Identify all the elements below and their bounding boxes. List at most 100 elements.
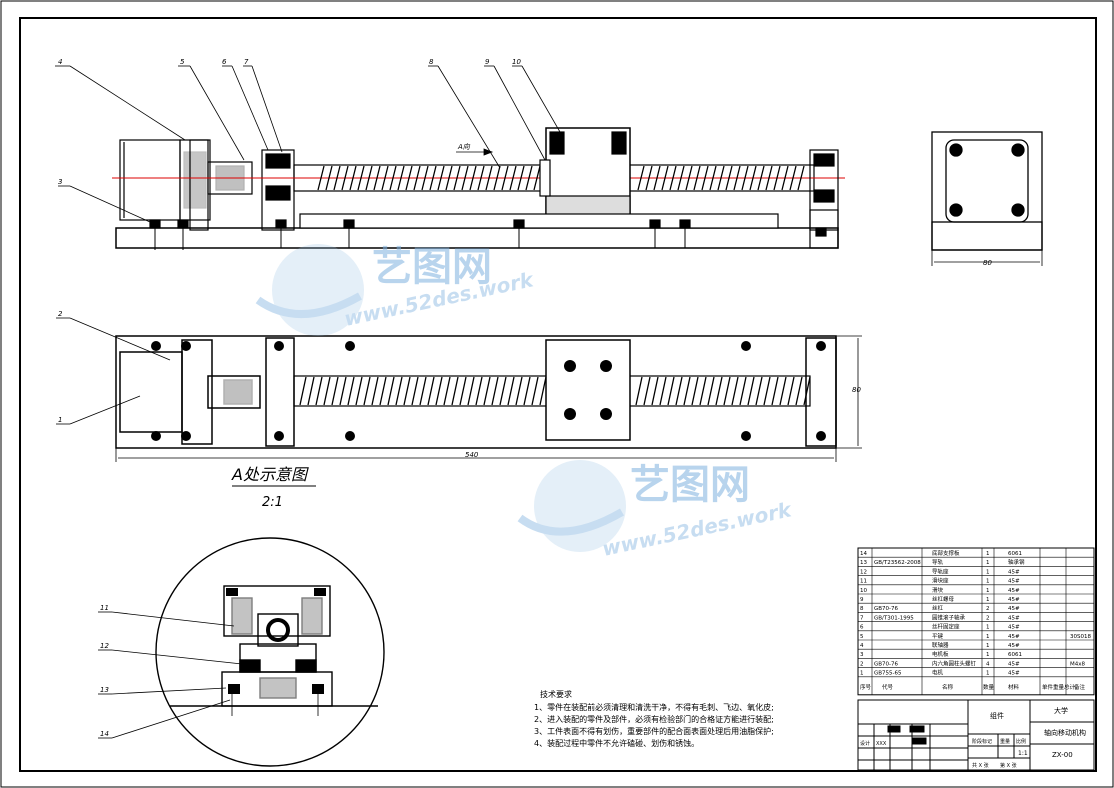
thread-mark xyxy=(299,376,307,406)
bom-no: 8 xyxy=(860,606,864,612)
callout-1: 1 xyxy=(58,416,62,424)
thread-mark xyxy=(645,165,653,191)
callout-4: 4 xyxy=(58,58,62,66)
thread-mark xyxy=(435,376,443,406)
thread-mark xyxy=(427,376,435,406)
thread-mark xyxy=(323,376,331,406)
bom-header-cell: 代号 xyxy=(882,683,894,691)
thread-mark xyxy=(355,376,363,406)
thread-mark xyxy=(771,376,779,406)
thread-mark xyxy=(485,165,493,191)
thread-mark xyxy=(747,376,755,406)
detail-scale: 2:1 xyxy=(262,495,283,510)
end-view xyxy=(931,131,1043,266)
thread-mark xyxy=(461,165,469,191)
thread-mark xyxy=(509,165,517,191)
bom-material: 45# xyxy=(1008,597,1020,603)
screw-thread-plan xyxy=(299,376,811,406)
bom-material: 6061 xyxy=(1008,652,1022,658)
thread-mark xyxy=(437,165,445,191)
bom-qty: 1 xyxy=(986,597,990,603)
bom-qty: 1 xyxy=(986,551,990,557)
callout-11: 11 xyxy=(100,604,109,612)
tech-item-3: 3、工件表面不得有划伤，重要部件的配合面表面处理后用油脂保护; xyxy=(534,726,774,736)
thread-mark xyxy=(731,376,739,406)
tb-scale: 1:1 xyxy=(1018,750,1028,757)
callout-9: 9 xyxy=(485,58,490,66)
bom-material: 轴承钢 xyxy=(1008,558,1025,566)
thread-mark xyxy=(757,165,765,191)
thread-mark xyxy=(357,165,365,191)
bom-qty: 1 xyxy=(986,643,990,649)
bom-no: 7 xyxy=(860,615,864,621)
thread-mark xyxy=(763,376,771,406)
bom-name: 丝杠螺母 xyxy=(932,595,955,603)
callout-3: 3 xyxy=(58,178,62,186)
thread-mark xyxy=(469,165,477,191)
bom-qty: 1 xyxy=(986,671,990,677)
thread-mark xyxy=(637,165,645,191)
thread-mark xyxy=(739,376,747,406)
bom-material: 45# xyxy=(1008,579,1020,585)
thread-mark xyxy=(517,165,525,191)
thread-mark xyxy=(403,376,411,406)
thread-mark xyxy=(787,376,795,406)
callout-7: 7 xyxy=(244,58,249,66)
thread-mark xyxy=(373,165,381,191)
thread-mark xyxy=(325,165,333,191)
bom-header-cell: 数量 xyxy=(983,683,995,691)
bom-no: 3 xyxy=(860,652,864,658)
bom-material: 45# xyxy=(1008,606,1020,612)
thread-mark xyxy=(379,376,387,406)
callout-leaders-top xyxy=(55,65,561,223)
bom-header-cell: 总计 xyxy=(1064,683,1076,691)
thread-mark xyxy=(365,165,373,191)
thread-mark xyxy=(797,165,805,191)
bom-no: 5 xyxy=(860,634,864,640)
thread-mark xyxy=(317,165,325,191)
thread-mark xyxy=(371,376,379,406)
thread-mark xyxy=(397,165,405,191)
thread-mark xyxy=(405,165,413,191)
bom-name: 滑块 xyxy=(932,586,944,594)
bom-name: 圆锥滚子轴承 xyxy=(932,613,966,621)
bom-material: 45# xyxy=(1008,634,1020,640)
thread-mark xyxy=(395,376,403,406)
plan-view xyxy=(56,317,862,462)
bom-qty: 1 xyxy=(986,579,990,585)
bom-material: 45# xyxy=(1008,615,1020,621)
thread-mark xyxy=(651,376,659,406)
bom-note: M4x8 xyxy=(1070,661,1085,667)
bom-qty: 1 xyxy=(986,560,990,566)
bom-name: 导轨座 xyxy=(932,567,949,575)
thread-mark xyxy=(755,376,763,406)
thread-mark xyxy=(709,165,717,191)
callout-numbers-top: 4 5 6 7 8 9 10 3 A向 xyxy=(58,58,521,186)
callout-2: 2 xyxy=(58,310,63,318)
thread-mark xyxy=(381,165,389,191)
watermark-brand-2: 艺图网 xyxy=(630,462,750,508)
elevation-view xyxy=(112,127,845,250)
thread-mark xyxy=(501,165,509,191)
thread-mark xyxy=(531,376,539,406)
bom-material: 45# xyxy=(1008,569,1020,575)
watermark-2: 艺图网 www.52des.work xyxy=(517,460,795,561)
thread-mark xyxy=(539,376,547,406)
thread-mark xyxy=(499,376,507,406)
thread-mark xyxy=(723,376,731,406)
tb-weight-label: 重量 xyxy=(1000,738,1010,745)
bom-no: 6 xyxy=(860,625,864,631)
bom-no: 1 xyxy=(860,671,864,677)
thread-mark xyxy=(315,376,323,406)
thread-mark xyxy=(515,376,523,406)
thread-mark xyxy=(715,376,723,406)
thread-mark xyxy=(443,376,451,406)
detail-title: A处示意图 xyxy=(231,465,309,484)
bom-no: 12 xyxy=(860,569,867,575)
bom-qty: 1 xyxy=(986,588,990,594)
thread-mark xyxy=(661,165,669,191)
bom-name: 平键 xyxy=(932,632,944,640)
bom-name: 底部支撑板 xyxy=(932,549,960,557)
bom-qty: 2 xyxy=(986,606,990,612)
thread-mark xyxy=(693,165,701,191)
